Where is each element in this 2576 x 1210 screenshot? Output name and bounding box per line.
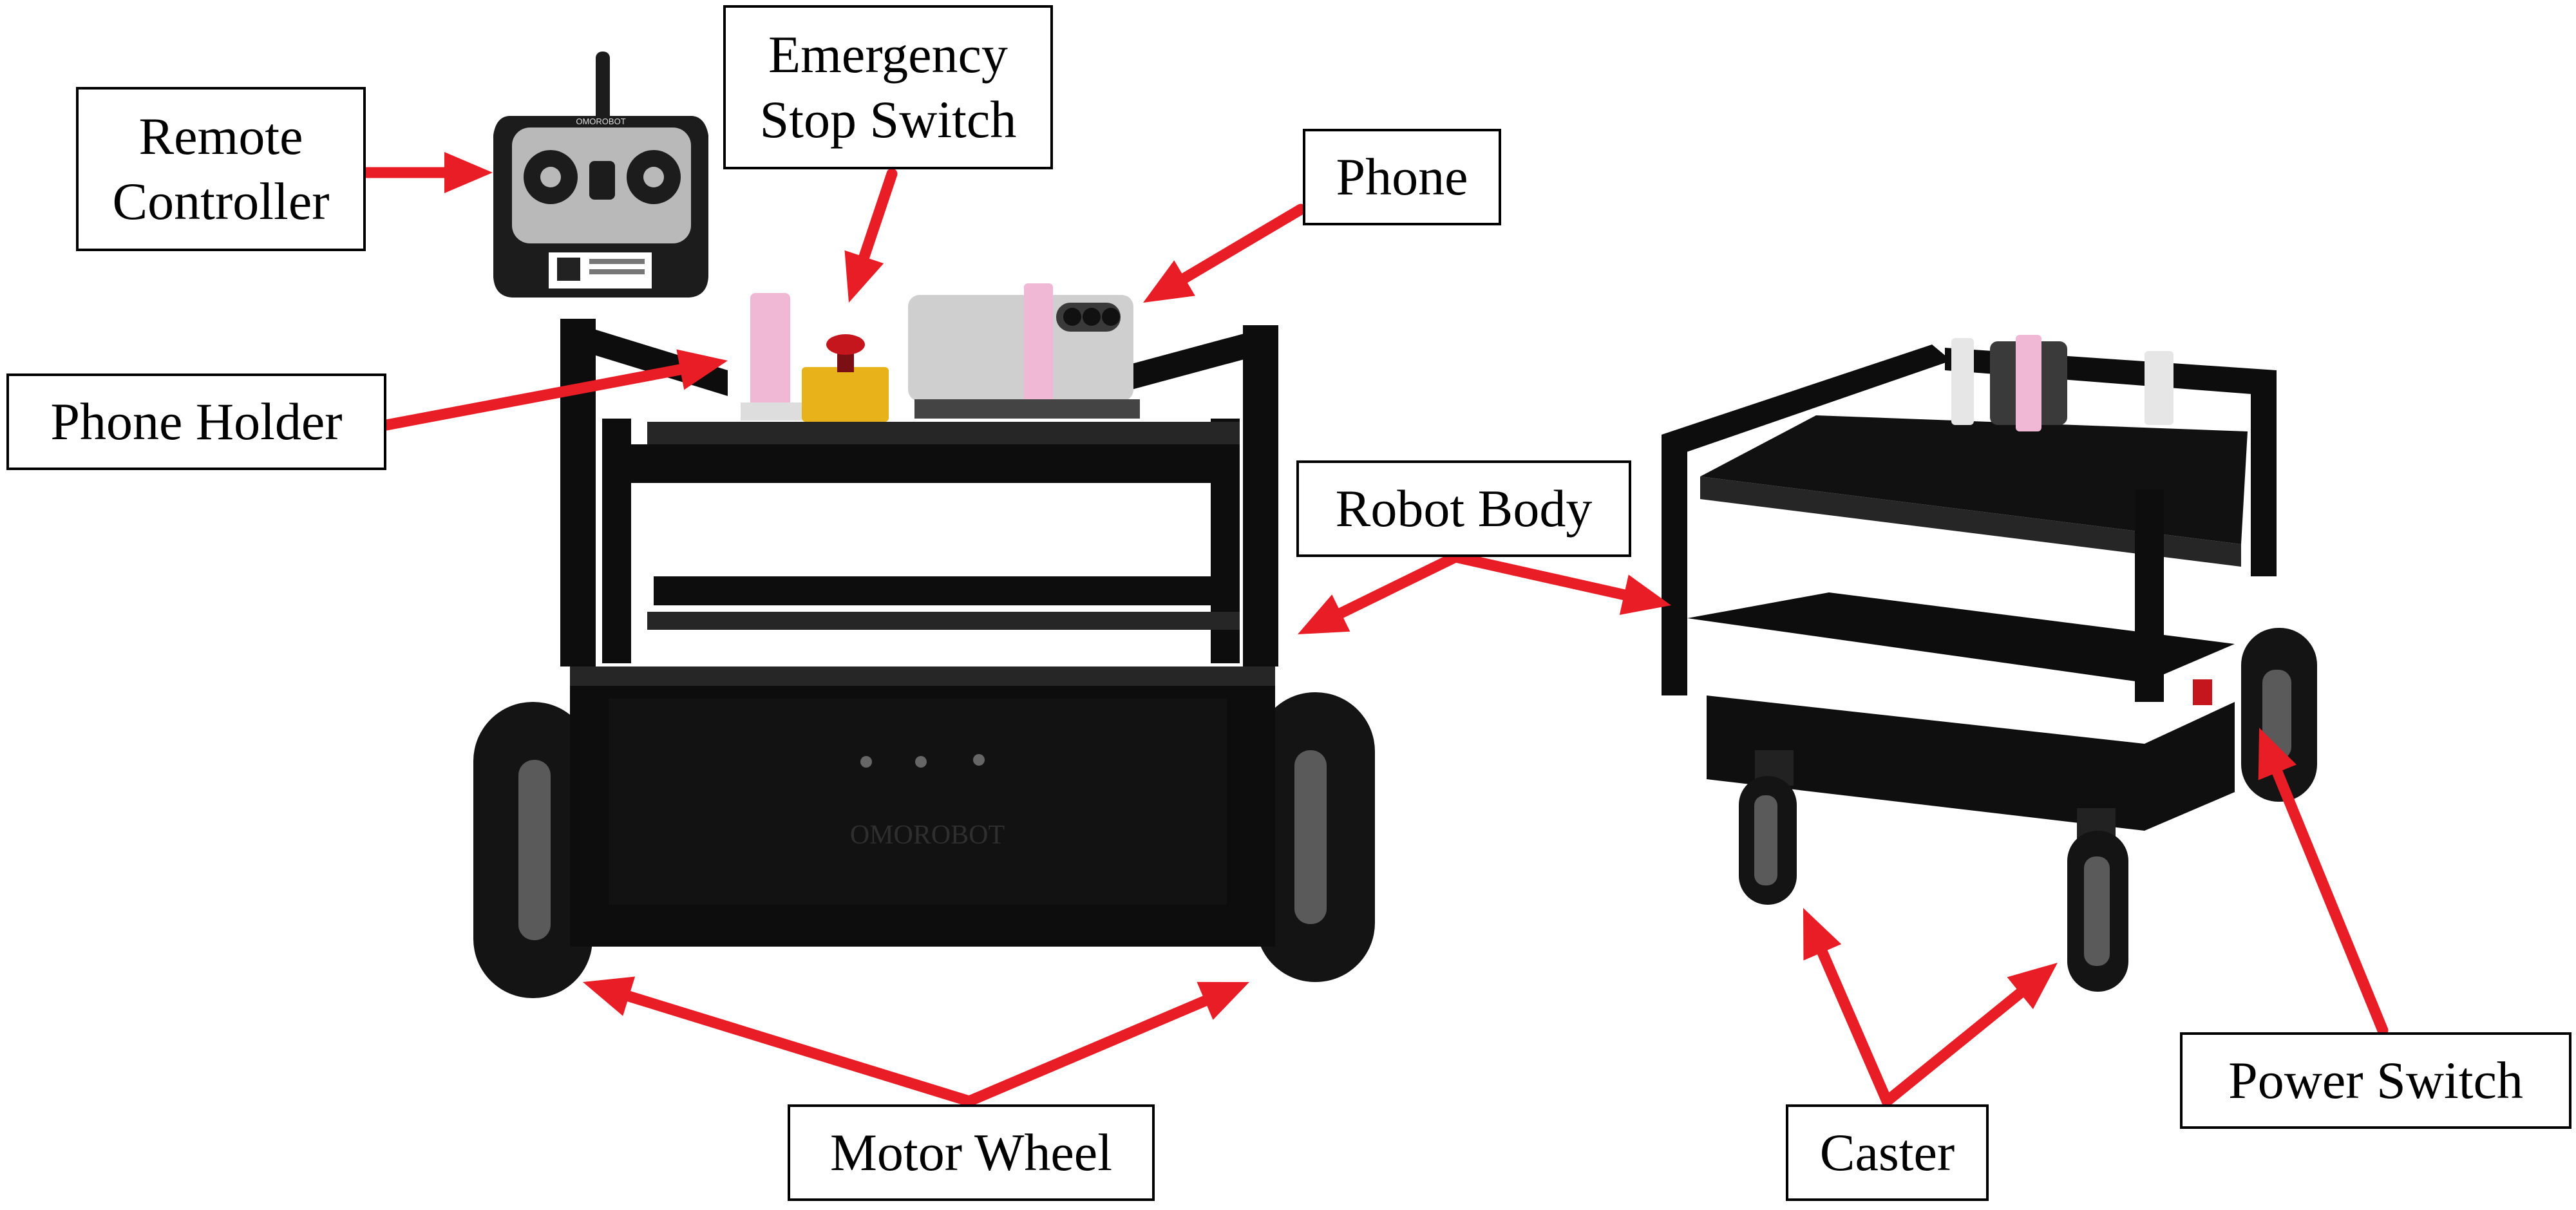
power-switch-label: Power Switch: [2180, 1032, 2571, 1129]
arrow-motor-wheel-right: [963, 981, 1249, 1107]
phone-holder-label: Phone Holder: [6, 373, 386, 470]
side-robot-illustration: [1662, 335, 2317, 992]
phone-label: Phone: [1303, 129, 1501, 225]
arrow-phone: [1143, 203, 1307, 303]
front-robot-illustration: OMOROBOT: [473, 283, 1375, 998]
remote-controller-label: Remote Controller: [76, 87, 366, 251]
motor-wheel-label: Motor Wheel: [788, 1104, 1155, 1201]
arrow-phone-holder: [381, 349, 728, 431]
arrow-caster-left: [1803, 908, 1893, 1107]
remote-controller-illustration: OMOROBOT: [493, 52, 708, 298]
annotation-arrows: [361, 152, 2389, 1107]
controller-brand-text: OMOROBOT: [576, 117, 625, 126]
caster-label: Caster: [1786, 1104, 1989, 1201]
arrow-remote-controller: [361, 152, 493, 193]
arrow-robot-body-front: [1298, 551, 1461, 634]
arrow-robot-body-side: [1450, 551, 1671, 615]
robot-body-brand-text: OMOROBOT: [850, 820, 1005, 850]
emergency-stop-switch-label: Emergency Stop Switch: [723, 5, 1053, 169]
arrow-emergency-stop: [844, 168, 898, 303]
arrow-motor-wheel-left: [583, 976, 975, 1107]
robot-body-label: Robot Body: [1296, 460, 1631, 557]
arrow-caster-right: [1881, 963, 2058, 1107]
arrow-power-switch: [2258, 728, 2389, 1036]
